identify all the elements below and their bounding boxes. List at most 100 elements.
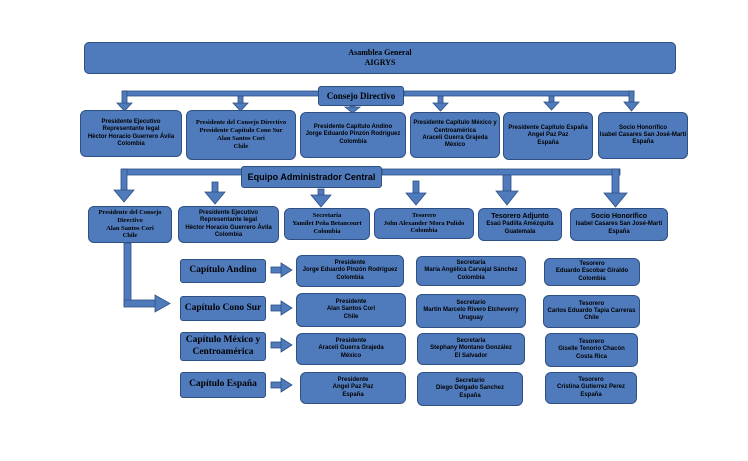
admin-right-line bbox=[381, 168, 621, 176]
chapter-name-2: Centroamérica bbox=[192, 346, 254, 357]
admin-member: Presidente Ejecutivo Representante legal… bbox=[178, 206, 279, 243]
chapter-president: Presidente Araceli Guerra Grajeda México bbox=[296, 333, 406, 365]
chapter-andino: Capítulo Andino bbox=[180, 259, 266, 283]
member-name: Héctor Horacio Guerrero Ávila bbox=[87, 133, 175, 140]
member-role: Presidente del Consejo bbox=[98, 208, 162, 216]
member-role: Tesorero bbox=[578, 300, 605, 307]
admin-member: Secretaria Yamilet Peña Betancourt Colom… bbox=[284, 208, 370, 240]
member-name: Angel Paz Paz bbox=[527, 132, 569, 139]
member-name: John Alexander Mora Pulido bbox=[383, 219, 465, 227]
member-role: Tesorero bbox=[579, 261, 605, 268]
member-role-2: Centroamérica bbox=[433, 127, 477, 134]
member-country: Guatemala bbox=[504, 228, 536, 235]
chapter-secretary: Secretario Diego Delgado Sanchez España bbox=[417, 372, 523, 406]
admin-arrow-1 bbox=[120, 168, 128, 192]
member-name: Eduardo Escobar Giraldo bbox=[555, 268, 629, 275]
member-name: Alan Santos Cori bbox=[326, 306, 376, 313]
chapter-president: Presidente Jorge Eduardo Pinzón Rodrígue… bbox=[296, 255, 404, 287]
chapter-treasurer: Tesorero Giselle Tenorio Chacón Costa Ri… bbox=[545, 333, 638, 367]
member-role-2: Representante legal bbox=[199, 217, 258, 224]
chapter-president: Presidente Angel Paz Paz España bbox=[300, 372, 406, 404]
chapter-treasurer: Tesorero Cristina Gutierrez Perez España bbox=[545, 372, 637, 404]
admin-left-line bbox=[122, 168, 243, 176]
member-role: Socio Honorífico bbox=[591, 212, 647, 220]
member-name: Alan Santos Cori bbox=[217, 135, 265, 142]
member-name: Cristina Gutierrez Perez bbox=[556, 384, 626, 391]
member-role: Presidente del Consejo Directivo bbox=[195, 119, 287, 127]
assembly-box: Asamblea General AIGRYS bbox=[84, 42, 676, 74]
member-name: Isabel Casares San José-Martí bbox=[575, 221, 663, 228]
admin-title: Equipo Administrador Central bbox=[247, 171, 376, 182]
member-country: Costa Rica bbox=[575, 353, 607, 360]
council-member: Presidente Capítulo Andino Jorge Eduardo… bbox=[300, 112, 406, 158]
admin-arrow-4-head bbox=[405, 192, 427, 206]
member-role: Presidente Ejecutivo bbox=[198, 209, 259, 216]
member-role: Secretario bbox=[455, 378, 485, 385]
chapter-name: Capítulo México y bbox=[185, 334, 261, 345]
member-role-2: Representante legal bbox=[102, 126, 160, 133]
member-country: Colombia bbox=[578, 275, 606, 282]
row1-arrow-head bbox=[280, 262, 293, 278]
council-member: Presidente del Consejo Directivo Preside… bbox=[186, 110, 296, 160]
member-country: Colombia bbox=[339, 138, 367, 145]
member-role: Tesorero bbox=[578, 339, 605, 346]
admin-arrow-5 bbox=[502, 174, 512, 194]
member-role: Presidente bbox=[337, 377, 369, 384]
admin-arrow-1-head bbox=[113, 189, 135, 203]
member-name: Esaú Padilla Amézquita bbox=[486, 221, 554, 228]
member-name: Araceli Guerra Grajeda bbox=[422, 135, 488, 141]
row3-arrow bbox=[270, 341, 283, 349]
row1-arrow bbox=[270, 266, 283, 274]
member-name: Isabel Casares San José-Martí bbox=[599, 131, 687, 138]
admin-member: Tesorero John Alexander Mora Pulido Colo… bbox=[374, 208, 474, 239]
member-role: Presidente bbox=[334, 260, 366, 267]
member-role: Presidente bbox=[335, 299, 367, 306]
council-member: Socio Honorífico Isabel Casares San José… bbox=[598, 112, 688, 159]
member-role: Presidente bbox=[335, 338, 367, 345]
chapter-secretary: Secretario Martín Marcelo Rivero Etcheve… bbox=[416, 294, 526, 328]
member-role: Secretaria bbox=[312, 212, 342, 220]
member-role: Presidente Capítulo Andino bbox=[313, 124, 393, 131]
member-name: Yamilet Peña Betancourt bbox=[292, 220, 362, 228]
member-country: España bbox=[632, 139, 654, 146]
council-arrow-5-head bbox=[543, 101, 560, 111]
council-title-box: Consejo Directivo bbox=[318, 86, 404, 106]
member-name: Jorge Eduardo Pinzón Rodríguez bbox=[305, 131, 401, 138]
member-country: México bbox=[340, 352, 362, 359]
council-member: Presidente Capítulo España Angel Paz Paz… bbox=[503, 112, 593, 160]
member-country: Chile bbox=[233, 142, 249, 150]
chapter-secretary: Secretaria María Angélica Carvajal Sánch… bbox=[416, 256, 526, 286]
member-country: Colombia bbox=[313, 227, 341, 235]
member-name: Alan Santos Cori bbox=[106, 224, 154, 232]
member-role-2: Presidente Capítulo Cono Sur bbox=[199, 127, 283, 135]
member-name: Carlos Eduardo Tapia Carreras bbox=[547, 307, 636, 314]
member-role: Tesorero bbox=[578, 377, 604, 384]
member-country: Colombia bbox=[457, 274, 485, 281]
row3-arrow-head bbox=[280, 337, 293, 353]
chapters-l-vertical bbox=[123, 242, 132, 306]
member-role: Presidente Capítulo España bbox=[508, 125, 588, 132]
member-name: María Angélica Carvajal Sánchez bbox=[424, 267, 518, 274]
admin-title-box: Equipo Administrador Central bbox=[241, 166, 382, 188]
admin-arrow-2-head bbox=[204, 191, 226, 205]
member-role-2: Directivo bbox=[117, 216, 143, 224]
council-title: Consejo Directivo bbox=[326, 90, 396, 101]
chapter-mexico: Capítulo México y Centroamérica bbox=[180, 332, 266, 361]
member-role: Presidente Ejecutivo bbox=[101, 118, 161, 125]
row4-arrow bbox=[270, 381, 283, 389]
row2-arrow bbox=[270, 304, 283, 312]
council-arrow-1-head bbox=[116, 102, 133, 112]
chapter-cono-sur: Capítulo Cono Sur bbox=[180, 296, 266, 321]
member-country: El Salvador bbox=[454, 352, 488, 359]
row4-arrow-head bbox=[280, 377, 293, 393]
member-name: Jorge Eduardo Pinzón Rodríguez bbox=[302, 267, 398, 274]
admin-member: Socio Honorífico Isabel Casares San José… bbox=[570, 208, 668, 241]
member-country: Uruguay bbox=[458, 314, 484, 321]
chapters-l-head bbox=[154, 294, 171, 313]
member-role: Secretaria bbox=[456, 260, 486, 267]
member-country: España bbox=[608, 228, 630, 235]
chapter-president: Presidente Alan Santos Cori Chile bbox=[296, 293, 406, 327]
admin-member: Tesorero Adjunto Esaú Padilla Amézquita … bbox=[478, 208, 562, 241]
